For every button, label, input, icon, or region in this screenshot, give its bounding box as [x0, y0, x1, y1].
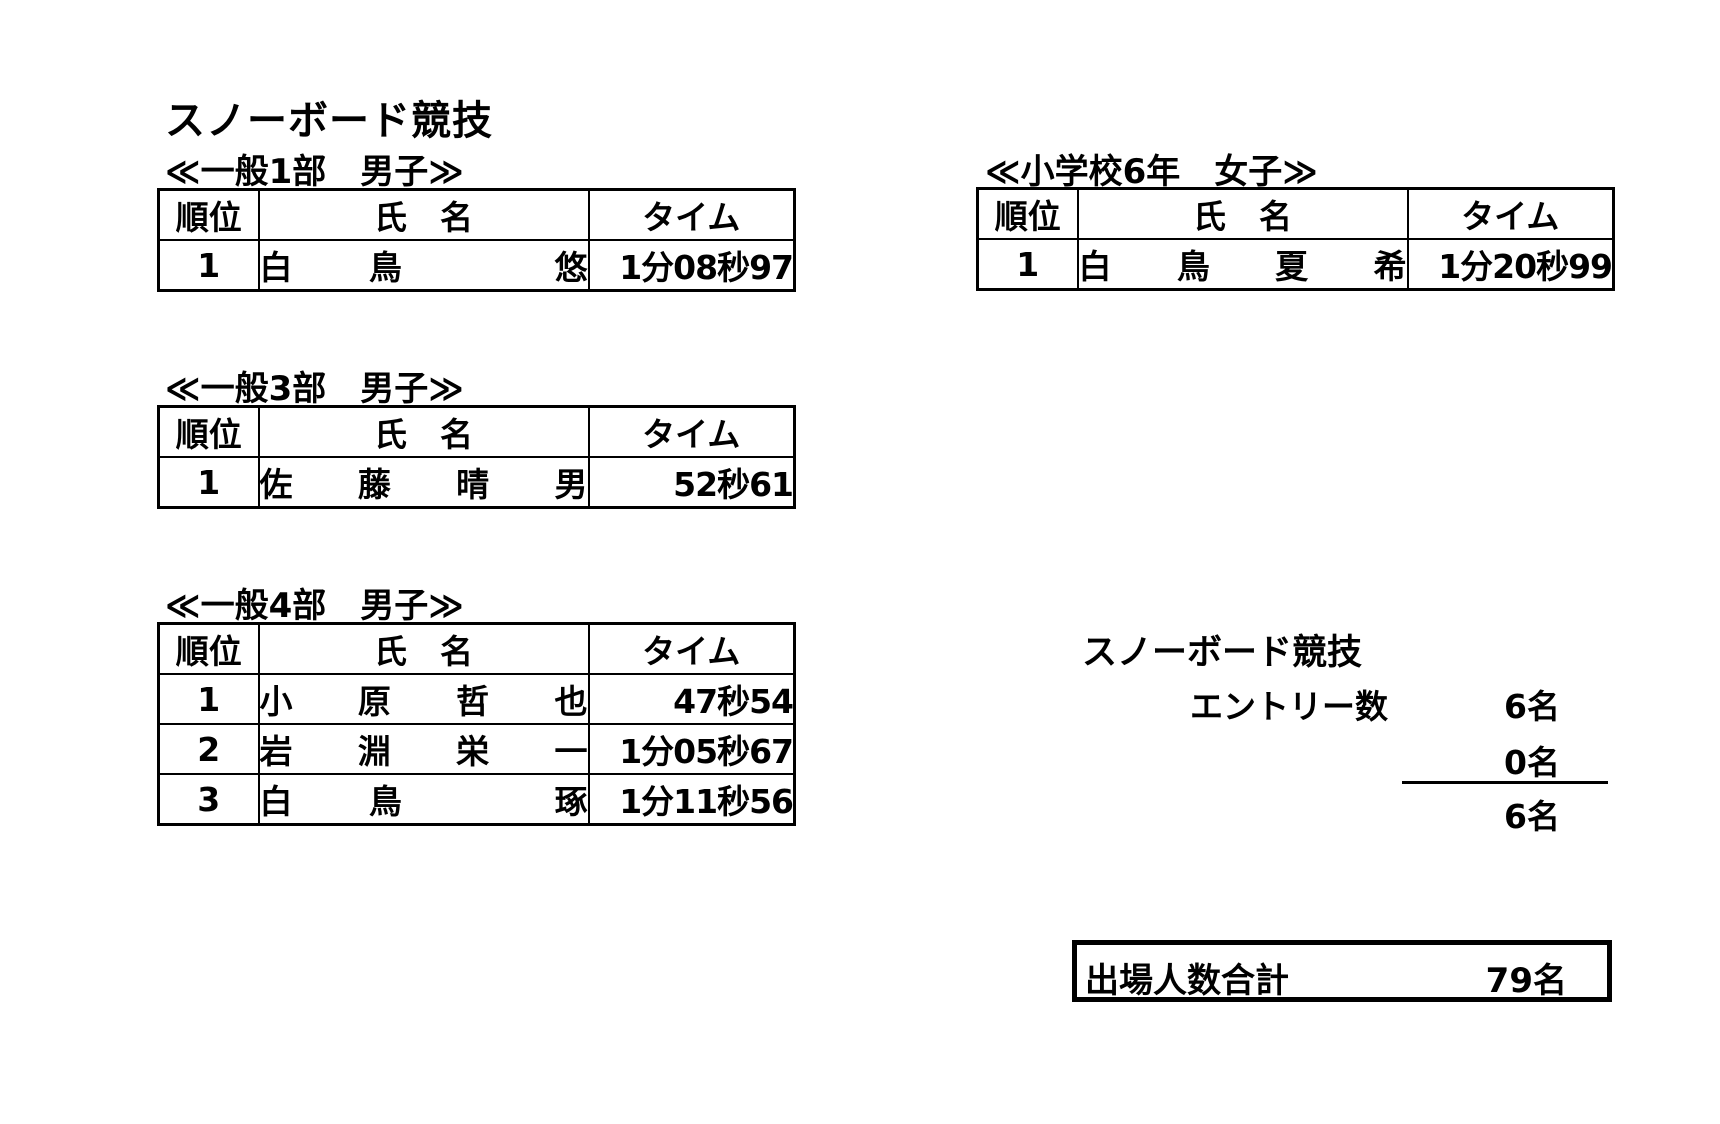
table-header-row: 順位 氏 名 タイム	[157, 405, 796, 458]
name-char: 白	[259, 248, 293, 287]
name-char: 也	[554, 682, 588, 721]
name-char: 悠	[554, 248, 588, 287]
name-char: 鳥	[1176, 247, 1210, 286]
name-char: 夏	[1275, 247, 1309, 286]
header-time: タイム	[587, 622, 796, 675]
total-box: 出場人数合計 79名	[1072, 940, 1612, 1002]
time-cell: 1分05秒67	[587, 723, 796, 775]
header-name: 氏 名	[257, 188, 590, 241]
results-table-ippan1: 順位 氏 名 タイム 1 白 鳥 悠 1分08秒97	[157, 188, 796, 292]
name-char: 栄	[456, 732, 490, 771]
header-name: 氏 名	[1076, 187, 1409, 240]
category-label-ippan3: ≪一般3部 男子≫	[165, 369, 464, 409]
category-label-shougakkou6: ≪小学校6年 女子≫	[985, 152, 1318, 192]
name-char: 男	[554, 465, 588, 504]
name-char: 鳥	[368, 248, 402, 287]
header-time: タイム	[587, 188, 796, 241]
summary-title: スノーボード競技	[1082, 633, 1363, 673]
name-char: 佐	[259, 465, 293, 504]
table-row: 1 小 原 哲 也 47秒54	[157, 673, 796, 725]
table-header-row: 順位 氏 名 タイム	[157, 188, 796, 241]
name-char: 原	[357, 682, 391, 721]
time-cell: 1分11秒56	[587, 773, 796, 826]
name-cell: 佐 藤 晴 男	[257, 456, 590, 509]
time-cell: 52秒61	[587, 456, 796, 509]
header-time: タイム	[1406, 187, 1615, 240]
name-char: 藤	[357, 465, 391, 504]
table-header-row: 順位 氏 名 タイム	[976, 187, 1615, 240]
total-label: 出場人数合計	[1085, 961, 1289, 1001]
name-cell: 白 鳥 夏 希	[1076, 238, 1409, 291]
time-cell: 1分08秒97	[587, 239, 796, 292]
entry-count-label: エントリー数	[1190, 687, 1388, 726]
name-char: 白	[1078, 247, 1112, 286]
rank-cell: 2	[157, 723, 260, 775]
name-char: 白	[259, 782, 293, 821]
rank-cell: 3	[157, 773, 260, 826]
time-cell: 47秒54	[587, 673, 796, 725]
header-time: タイム	[587, 405, 796, 458]
name-char: 琢	[554, 782, 588, 821]
table-row: 1 白 鳥 悠 1分08秒97	[157, 239, 796, 292]
header-name: 氏 名	[257, 405, 590, 458]
name-cell: 白 鳥 悠	[257, 239, 590, 292]
header-rank: 順位	[976, 187, 1079, 240]
name-char: 小	[259, 682, 293, 721]
name-char: 淵	[357, 732, 391, 771]
name-char: 一	[554, 732, 588, 771]
name-char: 岩	[259, 732, 293, 771]
results-table-ippan4: 順位 氏 名 タイム 1 小 原 哲 也 47秒54 2 岩 淵 栄 一 1分0…	[157, 622, 796, 826]
page-title: スノーボード競技	[165, 98, 493, 144]
name-cell: 岩 淵 栄 一	[257, 723, 590, 775]
name-char: 晴	[456, 465, 490, 504]
summary-value-2: 0名	[1504, 743, 1560, 782]
time-cell: 1分20秒99	[1406, 238, 1615, 291]
rank-cell: 1	[157, 673, 260, 725]
name-char: 希	[1373, 247, 1407, 286]
category-label-ippan4: ≪一般4部 男子≫	[165, 586, 464, 626]
total-value: 79名	[1485, 961, 1567, 1001]
table-row: 2 岩 淵 栄 一 1分05秒67	[157, 723, 796, 775]
results-table-shougakkou6: 順位 氏 名 タイム 1 白 鳥 夏 希 1分20秒99	[976, 187, 1615, 291]
rank-cell: 1	[157, 239, 260, 292]
table-header-row: 順位 氏 名 タイム	[157, 622, 796, 675]
name-cell: 白 鳥 琢	[257, 773, 590, 826]
header-name: 氏 名	[257, 622, 590, 675]
category-label-ippan1: ≪一般1部 男子≫	[165, 152, 464, 192]
entry-count-value: 6名	[1504, 687, 1560, 726]
results-table-ippan3: 順位 氏 名 タイム 1 佐 藤 晴 男 52秒61	[157, 405, 796, 509]
table-row: 3 白 鳥 琢 1分11秒56	[157, 773, 796, 826]
summary-divider	[1402, 781, 1608, 784]
name-char: 哲	[456, 682, 490, 721]
summary-subtotal: 6名	[1504, 797, 1560, 836]
name-cell: 小 原 哲 也	[257, 673, 590, 725]
table-row: 1 佐 藤 晴 男 52秒61	[157, 456, 796, 509]
header-rank: 順位	[157, 405, 260, 458]
table-row: 1 白 鳥 夏 希 1分20秒99	[976, 238, 1615, 291]
header-rank: 順位	[157, 622, 260, 675]
rank-cell: 1	[976, 238, 1079, 291]
name-char: 鳥	[368, 782, 402, 821]
header-rank: 順位	[157, 188, 260, 241]
rank-cell: 1	[157, 456, 260, 509]
